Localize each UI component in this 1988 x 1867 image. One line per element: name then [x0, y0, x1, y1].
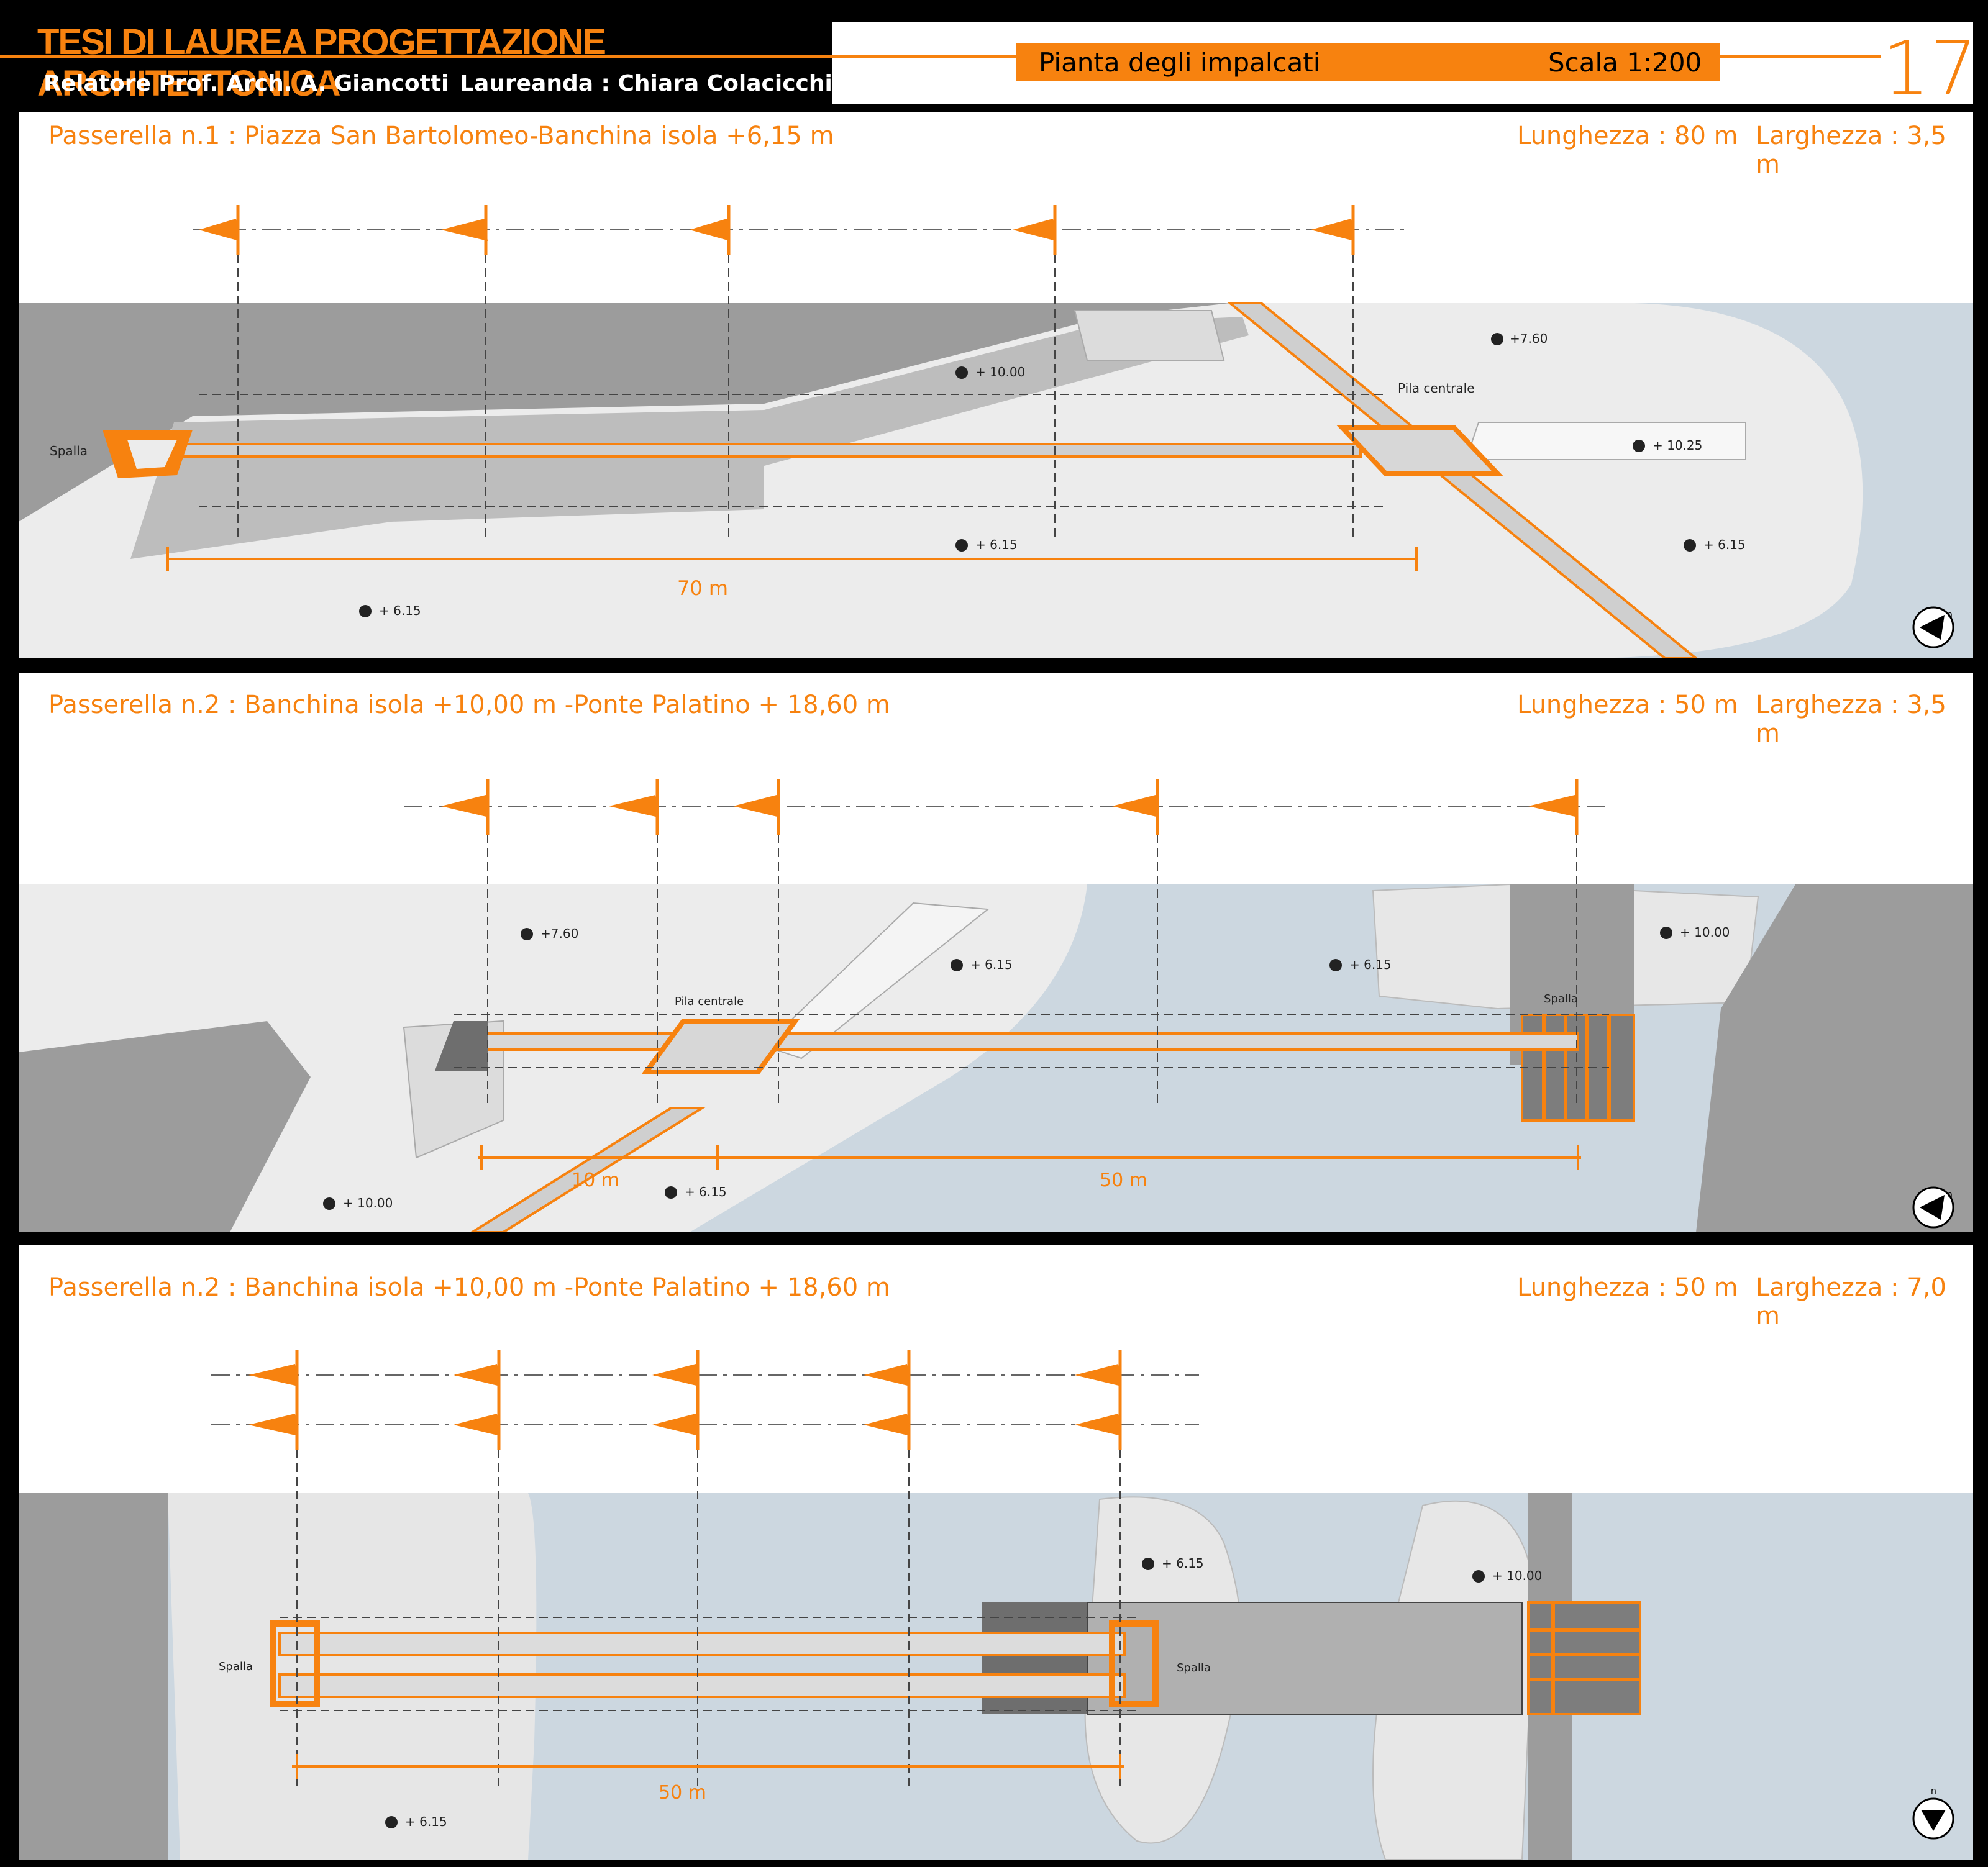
- svg-text:+ 10.00: + 10.00: [1492, 1568, 1542, 1583]
- sheet-title-box: Pianta degli impalcati Scala 1:200: [1016, 43, 1720, 81]
- rule-right: [1720, 55, 1881, 58]
- length-label: Lunghezza : 50 m: [1517, 1273, 1738, 1302]
- level-marks: +7.60 + 6.15 + 6.15 + 10.00 + 10.00 + 6.…: [323, 925, 1730, 1211]
- pila-centrale: [1336, 425, 1503, 476]
- pila-label: Pila centrale: [1398, 381, 1475, 396]
- spalla-label-right: Spalla: [1177, 1661, 1211, 1674]
- stairs: [1465, 422, 1746, 460]
- spalla-label: Spalla: [1544, 993, 1578, 1006]
- rule-left: [832, 55, 1016, 58]
- svg-text:+ 6.15: + 6.15: [970, 957, 1013, 972]
- spalla-frame: [1528, 1602, 1640, 1714]
- spalla-left: [270, 1620, 320, 1707]
- bridge-deck: [179, 443, 1362, 458]
- plan-drawing: 10 m 50 m Spalla Pila centrale +7.60 + 6…: [19, 779, 1973, 1232]
- section-markers: [248, 1350, 1122, 1450]
- svg-text:+ 10.00: + 10.00: [1680, 925, 1730, 940]
- width-label: Larghezza : 7,0 m: [1756, 1273, 1946, 1330]
- dimension-label: 70 m: [677, 576, 728, 600]
- spalla-abutment: [435, 1021, 488, 1071]
- header-title-block: TESI DI LAUREA PROGETTAZIONE ARCHITETTON…: [0, 0, 832, 104]
- svg-text:+7.60: +7.60: [1510, 331, 1548, 346]
- spalla-palatino: [1527, 1601, 1641, 1715]
- svg-text:+ 6.15: + 6.15: [379, 603, 421, 618]
- pier-deck: [1087, 1602, 1523, 1715]
- terrace: [130, 317, 1249, 559]
- section-markers: [441, 779, 1579, 835]
- dimension-label-2: 50 m: [1100, 1170, 1147, 1191]
- section-markers: [199, 205, 1355, 255]
- laureanda-label: Laureanda : Chiara Colacicchi: [460, 71, 832, 96]
- scale-label: Scala 1:200: [1548, 47, 1702, 78]
- length-label: Lunghezza : 80 m: [1517, 122, 1738, 150]
- svg-text:+ 6.15: + 6.15: [975, 537, 1018, 552]
- axis-lines: [199, 255, 1385, 540]
- spalla-right: [1109, 1620, 1159, 1707]
- plan-drawing: 70 m Spalla Pila centrale + 10.00 +7.60 …: [19, 205, 1973, 658]
- svg-text:+7.60: +7.60: [540, 926, 578, 941]
- svg-text:+ 6.15: + 6.15: [1349, 957, 1392, 972]
- north-arrow: n: [1912, 1786, 1954, 1840]
- credits-bar: Relatore Prof. Arch. A. Giancotti Laurea…: [0, 70, 832, 104]
- spalla-label: Spalla: [50, 443, 88, 458]
- bridge-deck-2: [278, 1673, 1126, 1698]
- island-paving: [19, 884, 1087, 1232]
- land-left: [19, 1021, 311, 1232]
- panel-passerella-2-double: Passerella n.2 : Banchina isola +10,00 m…: [19, 1245, 1973, 1860]
- svg-text:+ 6.15: + 6.15: [685, 1184, 727, 1199]
- deck-diagonal: [1226, 302, 1698, 658]
- svg-text:n: n: [1947, 610, 1953, 620]
- dimension-label-1: 10 m: [572, 1170, 619, 1191]
- length-label: Lunghezza : 50 m: [1517, 691, 1738, 719]
- spalla-label-left: Spalla: [219, 1660, 253, 1673]
- panel-passerella-2: Passerella n.2 : Banchina isola +10,00 m…: [19, 673, 1973, 1232]
- panel-passerella-1: Passerella n.1 : Piazza San Bartolomeo-B…: [19, 112, 1973, 658]
- page-number: 17: [1882, 26, 1977, 112]
- deck-diagonal: [470, 1107, 706, 1232]
- stairs-upper: [1074, 310, 1225, 361]
- svg-text:+ 10.25: + 10.25: [1653, 438, 1702, 453]
- bridge-deck-1: [278, 1632, 1126, 1656]
- svg-text:+ 10.00: + 10.00: [343, 1196, 393, 1211]
- svg-text:+ 6.15: + 6.15: [405, 1814, 447, 1829]
- width-label: Larghezza : 3,5 m: [1756, 691, 1946, 748]
- axis-lines: [280, 1450, 1137, 1791]
- svg-text:+ 10.00: + 10.00: [975, 365, 1025, 379]
- dimension-label: 50 m: [659, 1782, 706, 1804]
- axis-lines: [454, 835, 1609, 1108]
- bridge-deck: [483, 1032, 1579, 1051]
- north-arrow: n: [1912, 1186, 1954, 1229]
- panel-title: Passerella n.2 : Banchina isola +10,00 m…: [48, 691, 890, 719]
- plan-drawing: 50 m Spalla Spalla + 6.15 + 10.00 + 6.15…: [19, 1350, 1973, 1860]
- svg-text:+ 6.15: + 6.15: [1162, 1556, 1204, 1571]
- land-left: [19, 1493, 168, 1860]
- svg-text:n: n: [1931, 1786, 1936, 1796]
- panel-title: Passerella n.2 : Banchina isola +10,00 m…: [48, 1273, 890, 1302]
- north-arrow: n: [1912, 606, 1954, 648]
- svg-text:n: n: [1947, 1190, 1953, 1200]
- ramp: [763, 902, 990, 1060]
- relatore-label: Relatore Prof. Arch. A. Giancotti: [43, 71, 449, 96]
- land-right: [1696, 884, 1973, 1232]
- pila-centrale: [641, 1019, 800, 1074]
- sheet-title: Pianta degli impalcati: [1039, 47, 1321, 78]
- svg-text:+ 6.15: + 6.15: [1703, 537, 1746, 552]
- pila-label: Pila centrale: [675, 995, 744, 1008]
- width-label: Larghezza : 3,5 m: [1756, 122, 1946, 179]
- spalla-inner: [127, 440, 177, 469]
- title-underline: [0, 55, 832, 58]
- panel-title: Passerella n.1 : Piazza San Bartolomeo-B…: [48, 122, 834, 150]
- level-marks: + 6.15 + 10.00 + 6.15: [385, 1556, 1542, 1829]
- island-paving: [19, 303, 1863, 658]
- level-marks: + 10.00 +7.60 + 10.25 + 6.15 + 6.15 + 6.…: [359, 331, 1746, 618]
